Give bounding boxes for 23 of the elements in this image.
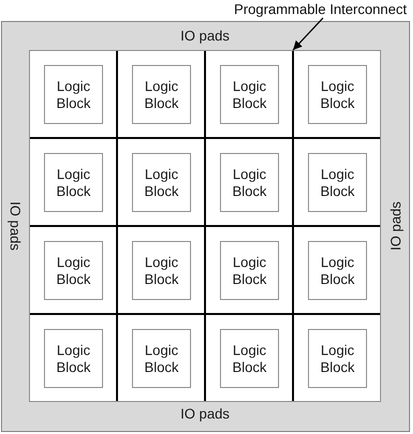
io-pads-label: IO pads bbox=[180, 406, 230, 422]
io-pads-label: IO pads bbox=[6, 201, 24, 251]
io-pads-label: IO pads bbox=[180, 28, 230, 44]
logic-block: Logic Block bbox=[132, 65, 191, 124]
logic-block: Logic Block bbox=[132, 329, 191, 388]
logic-block: Logic Block bbox=[132, 241, 191, 300]
logic-block: Logic Block bbox=[44, 329, 103, 388]
logic-block: Logic Block bbox=[308, 329, 367, 388]
logic-block: Logic Block bbox=[220, 65, 279, 124]
logic-block: Logic Block bbox=[44, 65, 103, 124]
logic-block: Logic Block bbox=[220, 329, 279, 388]
logic-block: Logic Block bbox=[132, 153, 191, 212]
logic-block: Logic Block bbox=[220, 241, 279, 300]
io-pads-label: IO pads bbox=[388, 201, 404, 251]
leader-arrow bbox=[292, 18, 324, 50]
logic-block: Logic Block bbox=[44, 153, 103, 212]
logic-block: Logic Block bbox=[308, 153, 367, 212]
logic-block: Logic Block bbox=[308, 65, 367, 124]
logic-block: Logic Block bbox=[308, 241, 367, 300]
callout-label: Programmable Interconnect bbox=[234, 1, 407, 18]
io-pad-ring bbox=[1, 21, 410, 432]
logic-block: Logic Block bbox=[44, 241, 103, 300]
logic-block: Logic Block bbox=[220, 153, 279, 212]
